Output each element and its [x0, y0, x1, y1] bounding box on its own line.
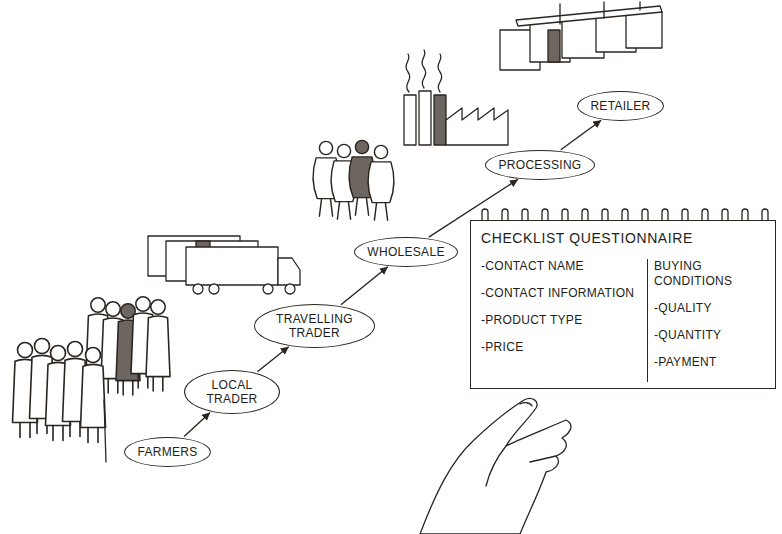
flow-arrow — [184, 412, 210, 436]
wholesaler-group — [313, 140, 394, 220]
chain-oval: TRAVELLING TRADER — [254, 304, 375, 348]
stage-label: WHOLESALE — [367, 245, 444, 259]
flow-arrow — [561, 120, 601, 150]
checklist-card: CHECKLIST QUESTIONNAIRE -CONTACT NAME -CON… — [470, 220, 776, 389]
stage-label: PROCESSING — [498, 158, 581, 172]
chain-oval: FARMERS — [124, 437, 211, 467]
card-heading: CHECKLIST QUESTIONNAIRE — [481, 229, 765, 247]
chain-oval: WHOLESALE — [354, 237, 458, 267]
checklist-item: -QUALITY — [654, 301, 765, 316]
stage-label: TRAVELLING TRADER — [267, 312, 362, 340]
checklist-item: -CONTACT INFORMATION — [481, 286, 647, 301]
chain-oval: RETAILER — [577, 91, 664, 121]
chain-oval: PROCESSING — [485, 150, 595, 180]
stage-label: RETAILER — [590, 99, 650, 113]
hand-drawing — [420, 399, 571, 534]
checklist-item: -PRICE — [481, 340, 647, 355]
chain-oval: LOCAL TRADER — [184, 370, 280, 414]
stage-label: LOCAL TRADER — [197, 378, 267, 406]
checklist-item: -PAYMENT — [654, 355, 765, 370]
checklist-item: BUYING CONDITIONS — [654, 259, 765, 289]
truck-group — [148, 236, 300, 294]
flow-arrow — [341, 267, 388, 305]
factory-drawing — [404, 50, 508, 145]
checklist-item: -PRODUCT TYPE — [481, 313, 647, 328]
stage-label: FARMERS — [137, 445, 197, 459]
retail-stalls — [500, 2, 662, 70]
checklist-item: -QUANTITY — [654, 328, 765, 343]
checklist-item: -CONTACT NAME — [481, 259, 647, 274]
flow-arrow — [257, 347, 288, 372]
farmer-group — [13, 297, 171, 462]
